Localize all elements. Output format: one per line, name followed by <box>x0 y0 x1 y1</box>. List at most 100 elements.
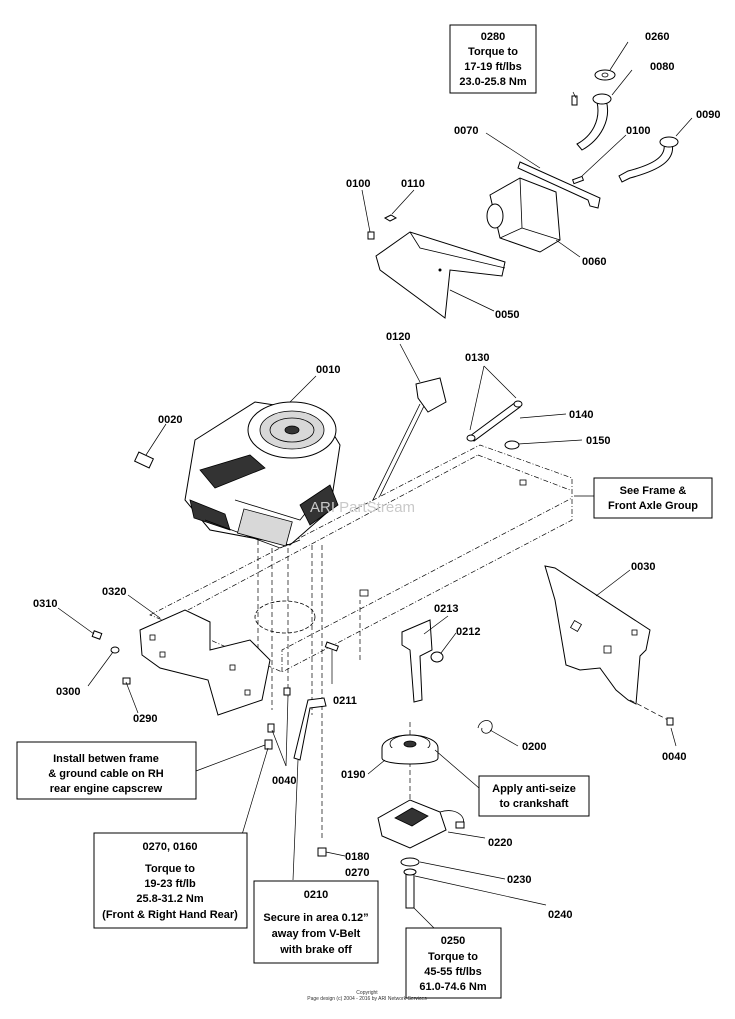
label-0270[interactable]: 0270 <box>345 867 369 879</box>
label-0290[interactable]: 0290 <box>133 713 157 725</box>
label-0020[interactable]: 0020 <box>158 414 182 426</box>
label-0060[interactable]: 0060 <box>582 256 606 268</box>
bracket-0213[interactable] <box>401 619 433 703</box>
nut-0212[interactable] <box>430 651 444 663</box>
label-0220[interactable]: 0220 <box>488 837 512 849</box>
screw-0280[interactable] <box>571 95 578 106</box>
note-0250-torque: 0250 Torque to 45-55 ft/lbs 61.0-74.6 Nm <box>405 927 502 999</box>
svg-text:& ground cable on RH: & ground cable on RH <box>48 768 164 780</box>
svg-text:Copyright: Copyright <box>356 990 378 996</box>
leader-lines <box>57 41 693 929</box>
spring-0200[interactable] <box>477 720 493 734</box>
stud-0211[interactable] <box>324 641 339 652</box>
label-0110[interactable]: 0110 <box>401 178 425 190</box>
svg-text:0250: 0250 <box>441 935 465 947</box>
screw-0100-top[interactable] <box>571 175 585 185</box>
label-0211[interactable]: 0211 <box>333 695 357 707</box>
label-0080[interactable]: 0080 <box>650 61 674 73</box>
label-0120[interactable]: 0120 <box>386 331 410 343</box>
label-0050[interactable]: 0050 <box>495 309 519 321</box>
label-0213[interactable]: 0213 <box>434 603 458 615</box>
exhaust-pipe-0080[interactable] <box>576 93 612 151</box>
svg-text:0280: 0280 <box>481 31 505 43</box>
watermark: ARI PartStream <box>310 499 415 516</box>
label-0010[interactable]: 0010 <box>316 364 340 376</box>
bracket-0070[interactable] <box>517 161 601 209</box>
note-0280-torque: 0280 Torque to 17-19 ft/lbs 23.0-25.8 Nm <box>449 24 537 94</box>
bolt-0310[interactable] <box>91 630 103 640</box>
shield-0030[interactable] <box>544 565 651 705</box>
plate-0320[interactable] <box>139 609 271 716</box>
washer-0230[interactable] <box>400 857 420 867</box>
screw-0040-left[interactable] <box>267 687 291 733</box>
clutch-0220[interactable] <box>377 799 465 849</box>
svg-text:17-19 ft/lbs: 17-19 ft/lbs <box>464 61 521 73</box>
belt-guide-0210[interactable] <box>293 697 327 761</box>
label-0140[interactable]: 0140 <box>569 409 593 421</box>
label-0090[interactable]: 0090 <box>696 109 720 121</box>
pulley-0190[interactable] <box>381 734 439 765</box>
engine-0010[interactable] <box>184 401 341 549</box>
label-0030[interactable]: 0030 <box>631 561 655 573</box>
svg-text:See Frame &: See Frame & <box>620 485 687 497</box>
label-0320[interactable]: 0320 <box>102 586 126 598</box>
screw-0180[interactable] <box>317 847 327 857</box>
note-see-frame[interactable]: See Frame & Front Axle Group <box>593 477 713 519</box>
heat-shield-0050[interactable] <box>375 231 506 319</box>
label-0100-left[interactable]: 0100 <box>346 178 370 190</box>
label-0212[interactable]: 0212 <box>456 626 480 638</box>
note-install-ground: Install betwen frame & ground cable on R… <box>16 741 197 800</box>
svg-text:61.0-74.6 Nm: 61.0-74.6 Nm <box>419 981 486 993</box>
svg-text:19-23 ft/lb: 19-23 ft/lb <box>144 878 196 890</box>
label-0310[interactable]: 0310 <box>33 598 57 610</box>
exhaust-pipe-0090[interactable] <box>618 136 679 183</box>
screw-0170[interactable] <box>264 739 273 750</box>
label-0240[interactable]: 0240 <box>548 909 572 921</box>
label-0130[interactable]: 0130 <box>465 352 489 364</box>
label-0040-right[interactable]: 0040 <box>662 751 686 763</box>
svg-text:25.8-31.2 Nm: 25.8-31.2 Nm <box>136 893 203 905</box>
clip-0150[interactable] <box>504 440 520 450</box>
svg-text:0270, 0160: 0270, 0160 <box>142 841 197 853</box>
label-0230[interactable]: 0230 <box>507 874 531 886</box>
screw-0040-right[interactable] <box>666 717 674 726</box>
bolt-0240[interactable] <box>403 868 417 909</box>
svg-text:23.0-25.8 Nm: 23.0-25.8 Nm <box>459 76 526 88</box>
label-0200[interactable]: 0200 <box>522 741 546 753</box>
label-0300[interactable]: 0300 <box>56 686 80 698</box>
label-0150[interactable]: 0150 <box>586 435 610 447</box>
svg-text:Front Axle Group: Front Axle Group <box>608 500 698 512</box>
label-0180[interactable]: 0180 <box>345 851 369 863</box>
svg-text:Page design (c) 2004 - 2016 by: Page design (c) 2004 - 2016 by ARI Netwo… <box>307 996 427 1002</box>
svg-text:(Front & Right Hand Rear): (Front & Right Hand Rear) <box>102 909 238 921</box>
screw-0100-left[interactable] <box>367 231 375 240</box>
note-anti-seize: Apply anti-seize to crankshaft <box>478 775 590 817</box>
dipstick-0120[interactable] <box>367 377 447 513</box>
note-0210-secure: 0210 Secure in area 0.12” away from V-Be… <box>253 880 379 964</box>
tube-0140[interactable] <box>466 400 523 442</box>
svg-text:to crankshaft: to crankshaft <box>499 798 568 810</box>
svg-text:0210: 0210 <box>304 889 328 901</box>
svg-text:away from V-Belt: away from V-Belt <box>272 928 361 940</box>
svg-text:Torque to: Torque to <box>145 863 195 875</box>
nut-0110[interactable] <box>383 214 398 222</box>
svg-text:Apply anti-seize: Apply anti-seize <box>492 783 576 795</box>
svg-text:Install betwen frame: Install betwen frame <box>53 753 159 765</box>
label-0190[interactable]: 0190 <box>341 769 365 781</box>
svg-text:Torque to: Torque to <box>468 46 518 58</box>
label-0070[interactable]: 0070 <box>454 125 478 137</box>
label-0260[interactable]: 0260 <box>645 31 669 43</box>
footer-copyright: Copyright Page design (c) 2004 - 2016 by… <box>307 990 427 1002</box>
label-0040-left[interactable]: 0040 <box>272 775 296 787</box>
svg-text:Secure in area 0.12”: Secure in area 0.12” <box>263 912 368 924</box>
washer-0300[interactable] <box>110 646 120 654</box>
plug-0020[interactable] <box>133 451 155 469</box>
svg-text:Torque to: Torque to <box>428 951 478 963</box>
svg-text:with brake off: with brake off <box>279 944 352 956</box>
label-0100-top[interactable]: 0100 <box>626 125 650 137</box>
svg-text:rear engine capscrew: rear engine capscrew <box>50 783 163 795</box>
gasket-0260[interactable] <box>594 69 616 81</box>
muffler-0060[interactable] <box>486 177 561 253</box>
svg-text:45-55 ft/lbs: 45-55 ft/lbs <box>424 966 481 978</box>
